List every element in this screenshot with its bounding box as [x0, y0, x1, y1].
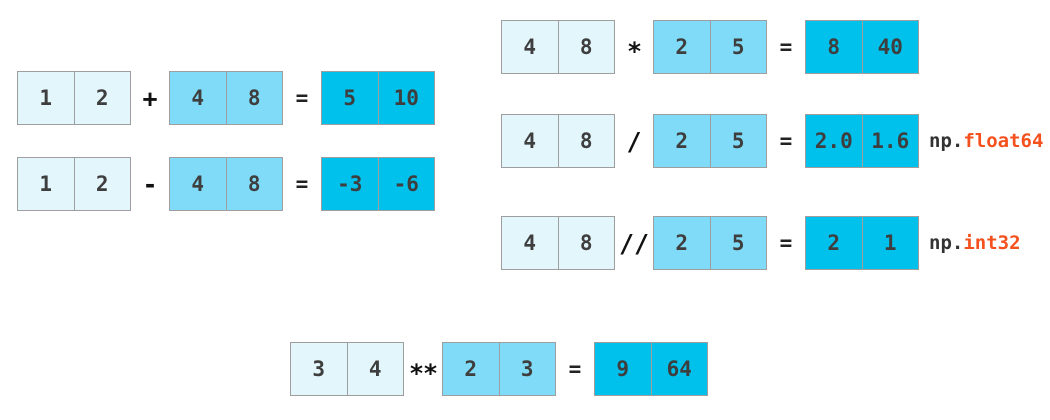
multiply-operator: *	[626, 36, 642, 66]
row-multiply: 4 8 * 2 5 = 8 40	[501, 20, 919, 74]
array-result: 9 64	[594, 342, 708, 396]
array-cell: 4	[170, 72, 227, 124]
array-cell: 4	[502, 217, 559, 269]
array-cell: 4	[347, 343, 403, 395]
array-operand-b: 2 5	[653, 114, 767, 168]
array-cell: 5	[710, 21, 766, 73]
array-cell: 8	[558, 115, 614, 167]
row-floor-divide: 4 8 // 2 5 = 2 1 np.int32	[501, 216, 1021, 270]
dtype-label-int32: np.int32	[929, 232, 1021, 254]
divide-operator: /	[626, 126, 642, 156]
array-cell: 2	[806, 217, 863, 269]
array-operand-a: 4 8	[501, 20, 615, 74]
array-cell: 2	[443, 343, 500, 395]
array-cell: 8	[806, 21, 863, 73]
array-cell: 64	[651, 343, 707, 395]
array-operand-a: 1 2	[17, 157, 131, 211]
array-cell: 2	[654, 115, 711, 167]
array-cell: 1.6	[862, 115, 918, 167]
array-cell: 2	[654, 21, 711, 73]
dtype-name: int32	[963, 232, 1021, 254]
minus-operator: -	[142, 169, 158, 199]
row-subtract: 1 2 - 4 8 = -3 -6	[17, 157, 435, 211]
array-cell: 1	[862, 217, 918, 269]
array-cell: 1	[18, 158, 75, 210]
row-add: 1 2 + 4 8 = 5 10	[17, 71, 435, 125]
array-result: 8 40	[805, 20, 919, 74]
array-result: 5 10	[321, 71, 435, 125]
equals-sign: =	[779, 34, 793, 59]
equals-sign: =	[295, 171, 309, 196]
array-result: 2 1	[805, 216, 919, 270]
array-cell: 8	[226, 158, 282, 210]
array-result: -3 -6	[321, 157, 435, 211]
array-cell: 40	[862, 21, 918, 73]
array-operand-b: 2 3	[442, 342, 556, 396]
plus-operator: +	[142, 83, 158, 113]
equals-sign: =	[295, 85, 309, 110]
array-cell: 4	[170, 158, 227, 210]
equals-sign: =	[779, 230, 793, 255]
array-cell: 2	[74, 72, 130, 124]
array-operand-a: 4 8	[501, 114, 615, 168]
row-power: 3 4 ** 2 3 = 9 64	[290, 342, 708, 396]
array-result: 2.0 1.6	[805, 114, 919, 168]
np-prefix: np.	[929, 130, 964, 152]
array-operand-b: 4 8	[169, 157, 283, 211]
row-divide: 4 8 / 2 5 = 2.0 1.6 np.float64	[501, 114, 1043, 168]
array-operand-a: 1 2	[17, 71, 131, 125]
np-prefix: np.	[929, 232, 964, 254]
array-cell: 3	[499, 343, 555, 395]
array-operand-b: 4 8	[169, 71, 283, 125]
array-cell: 9	[595, 343, 652, 395]
array-cell: 8	[558, 21, 614, 73]
array-cell: -6	[378, 158, 434, 210]
array-cell: -3	[322, 158, 379, 210]
array-cell: 2.0	[806, 115, 863, 167]
array-cell: 2	[654, 217, 711, 269]
array-cell: 3	[291, 343, 348, 395]
array-cell: 4	[502, 21, 559, 73]
array-cell: 5	[710, 217, 766, 269]
equals-sign: =	[779, 128, 793, 153]
array-operand-a: 4 8	[501, 216, 615, 270]
array-operand-b: 2 5	[653, 216, 767, 270]
array-cell: 4	[502, 115, 559, 167]
array-cell: 8	[558, 217, 614, 269]
array-operand-a: 3 4	[290, 342, 404, 396]
power-operator: **	[408, 358, 438, 388]
array-cell: 8	[226, 72, 282, 124]
floor-divide-operator: //	[618, 228, 650, 258]
dtype-label-float64: np.float64	[929, 130, 1043, 152]
dtype-name: float64	[963, 130, 1044, 152]
array-cell: 2	[74, 158, 130, 210]
array-cell: 5	[710, 115, 766, 167]
array-operand-b: 2 5	[653, 20, 767, 74]
array-cell: 1	[18, 72, 75, 124]
array-cell: 5	[322, 72, 379, 124]
array-cell: 10	[378, 72, 434, 124]
equals-sign: =	[568, 356, 582, 381]
